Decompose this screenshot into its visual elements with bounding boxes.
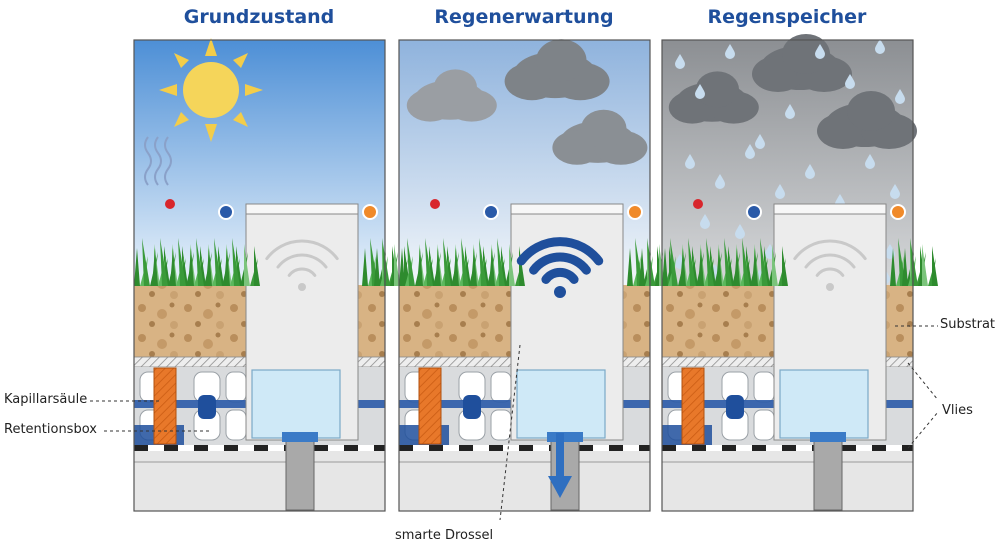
flower-icon — [627, 204, 643, 220]
flower-icon — [362, 204, 378, 220]
wifi-icon — [265, 239, 339, 291]
flower-icon — [746, 204, 762, 220]
flower-icon — [218, 204, 234, 220]
grass — [134, 199, 938, 286]
flower-icon — [483, 204, 499, 220]
wifi-icon — [516, 237, 604, 298]
flower-icon — [693, 199, 703, 209]
flower-icon — [165, 199, 175, 209]
label-vlies: Vlies — [942, 403, 973, 418]
label-kapillarsaeule: Kapillarsäule — [4, 392, 88, 407]
panel-title-grundzustand: Grundzustand — [183, 6, 335, 28]
panel-title-regenerwartung: Regenerwartung — [434, 6, 614, 28]
sun-icon — [159, 38, 263, 142]
panel-title-regenspeicher: Regenspeicher — [707, 6, 867, 28]
label-smarte-drossel: smarte Drossel — [395, 528, 494, 543]
wifi-icon — [793, 239, 867, 291]
label-retentionsbox: Retentionsbox — [4, 422, 97, 437]
label-substrat: Substrat — [940, 317, 996, 332]
flower-icon — [430, 199, 440, 209]
heat-wave-icon — [144, 136, 172, 186]
flower-icon — [890, 204, 906, 220]
drain-arrow-icon — [548, 433, 572, 498]
